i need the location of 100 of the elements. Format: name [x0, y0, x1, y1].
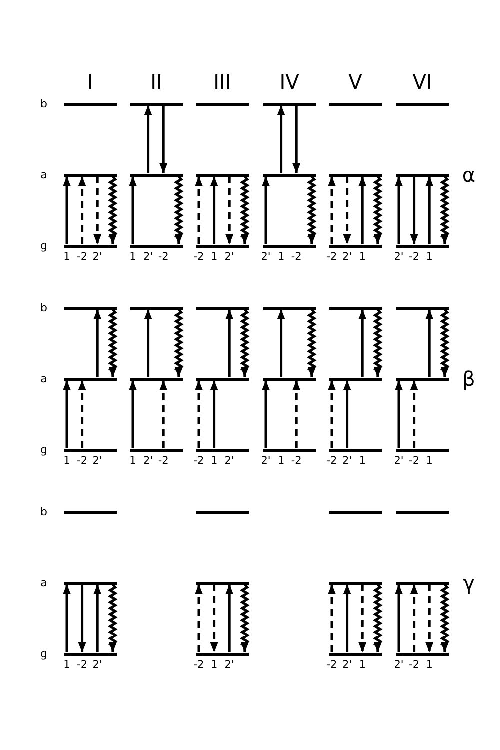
arrow [343, 584, 352, 652]
arrow [277, 106, 286, 174]
transition-number: -2 [194, 456, 204, 466]
arrow [426, 176, 434, 244]
arrow [292, 106, 301, 174]
energy-level-line [396, 652, 449, 656]
arrow [226, 584, 234, 652]
column-numeral: I [88, 72, 94, 92]
energy-level-line [130, 244, 183, 248]
energy-level-line [329, 582, 382, 584]
dashed-arrow [78, 176, 86, 244]
transition-number: -2 [326, 252, 338, 262]
arrow [129, 176, 137, 244]
transition-number: 1 [359, 252, 366, 262]
wavy-arrow [306, 308, 317, 378]
dashed-arrow [226, 176, 234, 244]
energy-level-line [396, 510, 449, 514]
level-label: b [40, 506, 48, 518]
arrow [410, 176, 418, 244]
wavy-arrow [174, 176, 184, 244]
dashed-arrow [328, 380, 336, 448]
energy-level-line [329, 510, 382, 514]
energy-level-line [196, 102, 249, 106]
transition-number: -2 [409, 252, 420, 262]
wavy-arrow [440, 584, 450, 652]
dashed-arrow [160, 380, 168, 448]
energy-level-line [196, 448, 249, 452]
transition-number: 1 [210, 252, 218, 262]
energy-level-line [130, 448, 183, 452]
energy-level-line [64, 448, 117, 452]
arrow [262, 380, 270, 448]
energy-level-line [196, 306, 249, 310]
transition-number: 2' [394, 456, 404, 466]
energy-level-line [196, 510, 249, 514]
transition-number: 2' [92, 660, 102, 670]
transition-number: -2 [158, 456, 169, 466]
arrow [226, 310, 234, 378]
transition-number: -2 [326, 456, 338, 466]
transition-number: -2 [291, 252, 302, 262]
transition-number: 2' [224, 660, 234, 670]
row-label: β [462, 369, 476, 389]
level-label: a [40, 374, 48, 384]
transition-number: -2 [194, 252, 204, 262]
energy-level-line [263, 174, 316, 176]
column-numeral: VI [412, 72, 432, 92]
energy-level-line [64, 244, 117, 248]
level-label: g [40, 648, 48, 660]
wavy-arrow [440, 176, 450, 244]
dashed-arrow [195, 380, 203, 448]
arrow [63, 176, 71, 244]
energy-level-line [196, 378, 249, 380]
transition-number: -2 [194, 660, 204, 670]
transition-number: 2' [261, 456, 271, 466]
transition-number: 2' [92, 252, 102, 262]
transition-number: 2' [224, 252, 234, 262]
column-numeral: IV [280, 72, 300, 92]
energy-level-line [196, 582, 249, 584]
energy-level-line [329, 378, 382, 380]
wavy-arrow [372, 308, 383, 378]
dashed-arrow [292, 380, 301, 448]
energy-level-line [263, 378, 316, 380]
level-label: a [40, 170, 48, 180]
transition-number: 2' [342, 456, 352, 466]
energy-level-line [396, 102, 449, 106]
dashed-arrow [328, 176, 336, 244]
wavy-arrow [240, 308, 250, 378]
arrow [395, 584, 403, 652]
energy-level-line [263, 448, 316, 452]
arrow [94, 584, 102, 652]
energy-level-line [396, 174, 449, 176]
energy-level-line [329, 174, 382, 176]
transition-number: -2 [77, 660, 88, 670]
energy-level-line [130, 174, 183, 176]
dashed-arrow [210, 584, 218, 652]
arrow [63, 380, 71, 448]
arrow [210, 176, 218, 244]
transition-number: 2' [144, 456, 154, 466]
arrow [144, 310, 152, 378]
arrow [262, 176, 270, 244]
level-label: a [40, 578, 48, 588]
transition-number: 2' [342, 660, 352, 670]
dashed-arrow [358, 584, 367, 652]
arrow [358, 310, 367, 378]
dashed-arrow [195, 176, 203, 244]
level-label: b [40, 98, 48, 110]
energy-level-line [329, 306, 382, 310]
wavy-arrow [372, 584, 383, 652]
arrow [144, 106, 152, 174]
transition-number: 1 [426, 456, 433, 466]
energy-level-line [64, 652, 117, 656]
transition-number: -2 [77, 252, 88, 262]
arrow [94, 310, 102, 378]
arrow [78, 584, 86, 652]
arrow [63, 584, 71, 652]
transition-number: 2' [261, 252, 271, 262]
column-numeral: II [150, 72, 162, 92]
wavy-arrow [108, 308, 118, 378]
dashed-arrow [78, 380, 86, 448]
energy-level-line [130, 306, 183, 310]
energy-level-line [263, 306, 316, 310]
